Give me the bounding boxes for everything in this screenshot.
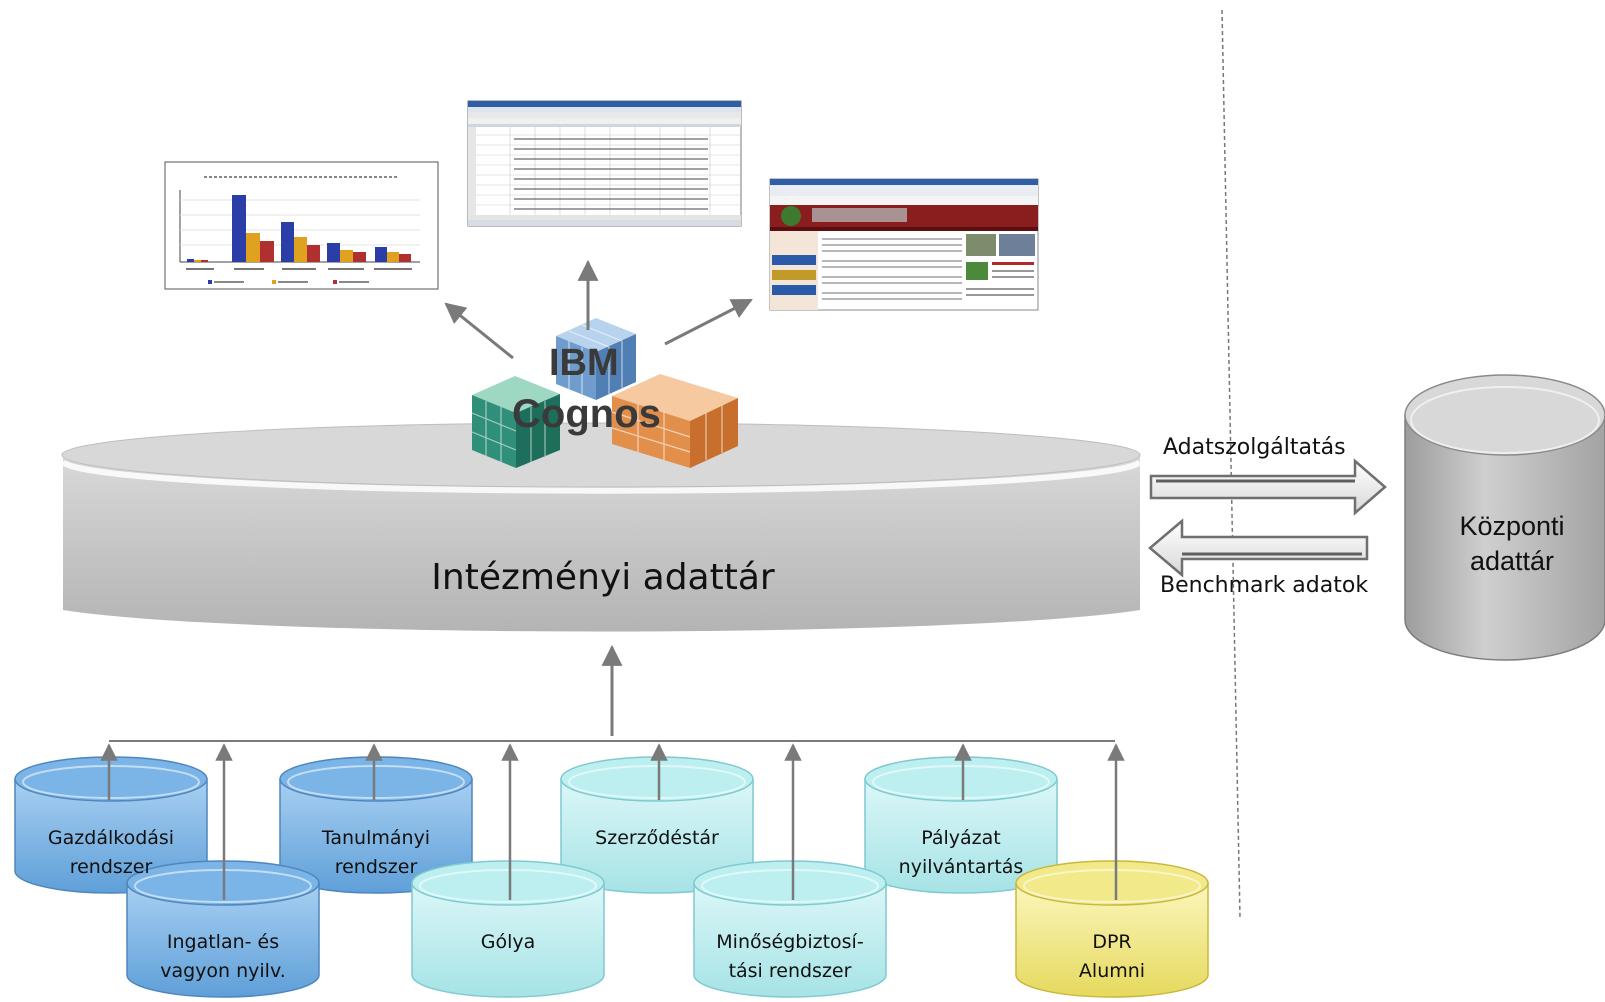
source-label-ingatlan-line1: Ingatlan- és (166, 931, 280, 953)
cognos-cube-orange (611, 374, 738, 468)
source-cylinder-dpr-alumni (1015, 860, 1209, 998)
source-cylinders (14, 756, 1209, 998)
source-cylinder-tanulmanyi (279, 756, 473, 894)
source-label-golya-line1: Gólya (480, 931, 536, 953)
national-store-label-line2: adattár (1469, 546, 1555, 576)
national-store-label-line1: Központi (1459, 511, 1565, 541)
source-label-tanulmanyi-line1: Tanulmányi (321, 827, 431, 849)
web-portal-report (769, 178, 1039, 311)
central-store-label: Intézményi adattár (431, 557, 775, 598)
source-label-gazdalkodasi-line1: Gazdálkodási (47, 827, 175, 849)
national-store-cylinder (1404, 374, 1605, 661)
source-cylinder-szerzodestar (560, 756, 754, 894)
source-cylinder-ingatlan (126, 860, 320, 998)
cognos-cube-green (471, 376, 560, 468)
cognos-label: Cognos (512, 392, 661, 436)
source-label-palyazat-line2: nyilvántartás (898, 856, 1024, 878)
benchmark-arrow (1148, 518, 1369, 578)
arrow-to-portal (664, 298, 753, 346)
source-label-minosegbiztositasi-line2: tási rendszer (728, 960, 852, 982)
source-label-szerzodestar-line1: Szerződéstár (595, 827, 719, 849)
source-label-ingatlan-line2: vagyon nyilv. (160, 960, 286, 982)
source-label-gazdalkodasi-line2: rendszer (69, 856, 153, 878)
data-service-arrow (1149, 458, 1387, 516)
central-store-cylinder (60, 422, 1143, 632)
source-label-palyazat-line1: Pályázat (921, 827, 1001, 849)
source-arrows (100, 743, 1125, 900)
benchmark-label: Benchmark adatok (1160, 573, 1369, 598)
source-label-tanulmanyi-line2: rendszer (334, 856, 418, 878)
source-label-dpr-alumni-line2: Alumni (1078, 960, 1146, 982)
source-cylinder-minosegbiztositasi (693, 860, 887, 998)
bar-chart-report (164, 161, 439, 290)
source-label-dpr-alumni-line1: DPR (1092, 931, 1132, 953)
spreadsheet-report (467, 100, 742, 227)
arrow-to-chart (444, 302, 514, 360)
data-service-label: Adatszolgáltatás (1163, 435, 1346, 460)
source-label-minosegbiztositasi-line1: Minőségbiztosí- (716, 931, 864, 953)
boundary-line (1221, 9, 1241, 919)
ibm-label: IBM (549, 342, 619, 384)
source-cylinder-golya (411, 860, 605, 998)
source-cylinder-palyazat (864, 756, 1058, 894)
